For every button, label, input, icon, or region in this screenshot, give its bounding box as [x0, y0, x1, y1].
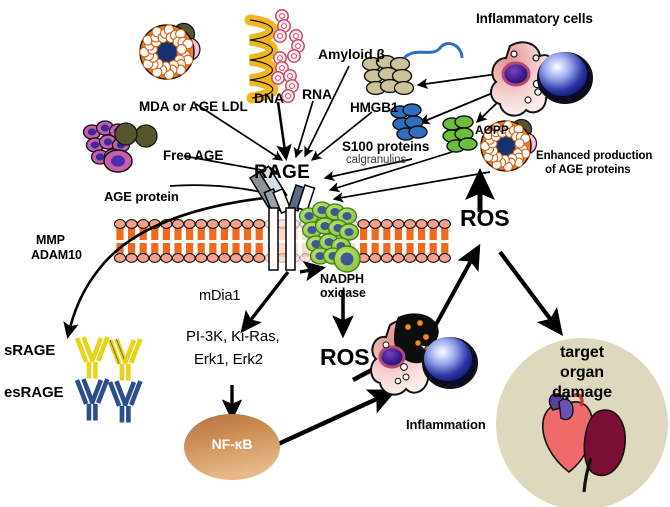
ligand-arrows-group	[183, 65, 491, 203]
arrow-cells-to-aopp	[475, 99, 501, 123]
age-ldl-particle-icon	[139, 22, 201, 80]
esrage-antibody-icon	[74, 378, 143, 423]
label-mda-age-ldl: MDA or AGE LDL	[139, 99, 248, 114]
aopp-protein-icon	[442, 115, 478, 153]
age-protein-cluster-icon	[82, 120, 138, 173]
label-inflammation: Inflammation	[406, 417, 486, 432]
label-amyloid-beta: Amyloid β	[318, 46, 385, 62]
arrow-cells-to-amyloid	[416, 73, 498, 90]
arrow-rage-to-nadph	[299, 261, 327, 282]
label-dna: DNA	[254, 90, 285, 106]
label-kinases-line2: Erk1, Erk2	[194, 351, 264, 368]
label-free-age: Free AGE	[163, 148, 224, 163]
arrow-enhancedage-to-rage	[332, 171, 491, 203]
label-s100-proteins: S100 proteins	[342, 139, 430, 154]
signalling-arrows	[221, 167, 564, 448]
label-ros-lower: ROS	[320, 344, 370, 370]
rage-chain-left	[263, 187, 292, 271]
nadph-oxidase-complex-icon	[298, 201, 361, 273]
label-mmp: MMP	[36, 233, 65, 247]
label-nfkb: NF-κB	[211, 436, 253, 452]
label-rage: RAGE	[254, 162, 311, 183]
arrow-cells-to-hmgb1	[418, 91, 496, 125]
arrow-ros-to-organ-damage	[498, 250, 564, 337]
label-nadph-oxidase: oxidase	[320, 286, 366, 300]
label-of-age-proteins: of AGE proteins	[545, 164, 631, 176]
label-nadph: NADPH	[320, 272, 364, 286]
label-target-organ-2: organ	[560, 364, 604, 381]
inflammatory-cell-icon	[490, 41, 593, 117]
shedding-arrow-group	[63, 184, 284, 340]
label-hmgb1: HMGB1	[350, 100, 399, 115]
label-srage: sRAGE	[4, 342, 56, 359]
label-age-protein: AGE protein	[104, 189, 179, 204]
lipid-bilayer-icon	[113, 219, 451, 263]
arrow-dna-to-rage	[276, 101, 292, 162]
rage-chain-right	[285, 184, 316, 271]
arrow-rage-to-kinases	[240, 270, 290, 334]
arrow-shedding-to-srage	[63, 194, 284, 340]
label-inflammatory-cells: Inflammatory cells	[476, 11, 593, 26]
arrow-inflammation-to-ros-upper	[431, 243, 481, 331]
label-kinases-line1: PI-3K, Ki-Ras,	[186, 328, 280, 345]
label-ros-upper: ROS	[460, 205, 510, 231]
label-calgranulins: calgranulins	[346, 154, 407, 166]
label-enhanced-production: Enhanced production	[536, 150, 653, 162]
srage-antibody-icon	[74, 336, 143, 381]
label-aopp: AOPP	[475, 123, 509, 137]
inflammatory-cell-arrows	[416, 73, 501, 125]
label-target-organ-3: damage	[552, 384, 612, 401]
label-adam10: ADAM10	[31, 248, 82, 262]
arrow-nfkb-to-inflammation	[275, 389, 397, 448]
label-mdia1: mDia1	[199, 288, 241, 304]
label-rna: RNA	[302, 86, 333, 102]
label-esrage: esRAGE	[4, 384, 64, 401]
arrow-ageprotein-lead	[169, 184, 282, 198]
dna-helix-icon	[244, 9, 305, 104]
arrow-rna-to-rage	[293, 100, 314, 159]
inflammatory-cell-ros-icon	[370, 313, 478, 396]
label-target-organ-1: target	[560, 344, 604, 361]
heart-kidney-icon	[542, 393, 626, 493]
free-age-dot-icon	[134, 124, 158, 148]
